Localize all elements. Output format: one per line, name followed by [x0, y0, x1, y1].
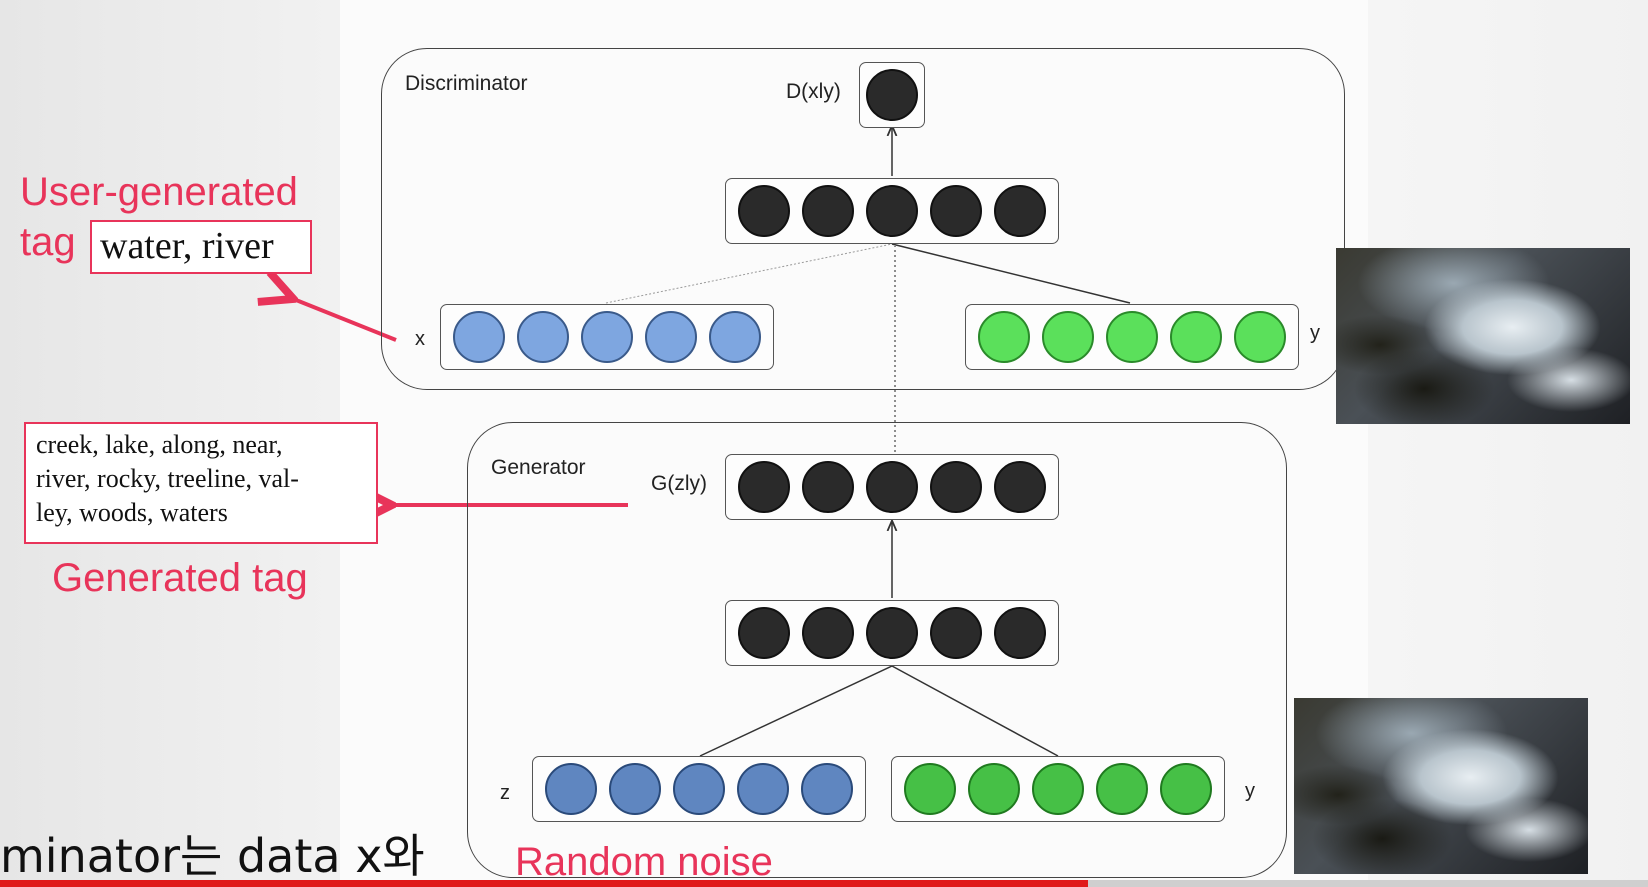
generator-z-label: z: [500, 782, 510, 804]
video-subtitle: minator는 data x와: [0, 829, 425, 883]
discriminator-y-label: y: [1310, 322, 1320, 344]
z-node: [801, 763, 853, 815]
output-node: [866, 69, 918, 121]
y-node: [1170, 311, 1222, 363]
hidden-node: [738, 607, 790, 659]
user-tag-title-line2: tag: [20, 220, 76, 264]
generated-node: [930, 461, 982, 513]
user-tag-example: water, river: [100, 225, 274, 267]
hidden-node: [930, 607, 982, 659]
z-node: [737, 763, 789, 815]
y-node: [1234, 311, 1286, 363]
discriminator-output-label: D(xly): [786, 80, 841, 103]
z-node: [545, 763, 597, 815]
random-noise-label: Random noise: [515, 840, 773, 884]
generated-node: [738, 461, 790, 513]
generator-hidden-vector: [725, 600, 1059, 666]
generator-z-vector: [532, 756, 866, 822]
z-node: [609, 763, 661, 815]
hidden-node: [994, 607, 1046, 659]
y-node: [1032, 763, 1084, 815]
user-tag-title-line1: User-generated: [20, 170, 298, 214]
generated-node: [802, 461, 854, 513]
generated-node: [866, 461, 918, 513]
discriminator-x-label: x: [415, 328, 425, 350]
x-node: [517, 311, 569, 363]
hidden-node: [930, 185, 982, 237]
generated-tag-box: creek, lake, along, near, river, rocky, …: [24, 422, 378, 544]
generated-tag-text-line3: ley, woods, waters: [36, 498, 228, 527]
x-node: [581, 311, 633, 363]
hidden-node: [802, 185, 854, 237]
user-tag-example-box: water, river: [90, 220, 312, 274]
hidden-node: [866, 185, 918, 237]
water-stream-photo-bottom: [1294, 698, 1588, 874]
x-node: [645, 311, 697, 363]
z-node: [673, 763, 725, 815]
discriminator-hidden-vector: [725, 178, 1059, 244]
disc-y-to-hidden-line: [891, 243, 1131, 304]
y-node: [978, 311, 1030, 363]
y-node: [968, 763, 1020, 815]
hidden-node: [802, 607, 854, 659]
user-tag-arrow: [286, 296, 397, 342]
y-node: [1096, 763, 1148, 815]
x-node: [709, 311, 761, 363]
hidden-node: [738, 185, 790, 237]
generated-tag-label: Generated tag: [52, 556, 308, 600]
generated-node: [994, 461, 1046, 513]
discriminator-output-vector: [859, 62, 925, 128]
discriminator-title: Discriminator: [405, 72, 528, 95]
generator-output-vector: [725, 454, 1059, 520]
gen-y-to-hidden-line: [891, 665, 1059, 757]
generated-tag-text-line2: river, rocky, treeline, val-: [36, 464, 299, 493]
hidden-node: [994, 185, 1046, 237]
hidden-node: [866, 607, 918, 659]
generator-module: [467, 422, 1287, 878]
video-progress-bar[interactable]: [0, 880, 1648, 887]
video-progress-fill: [0, 880, 1088, 887]
generator-y-vector: [891, 756, 1225, 822]
generator-title: Generator: [491, 456, 586, 479]
generator-y-label: y: [1245, 780, 1255, 802]
gen-z-to-hidden-line: [699, 665, 893, 757]
discriminator-y-vector: [965, 304, 1299, 370]
discriminator-x-vector: [440, 304, 774, 370]
y-node: [1160, 763, 1212, 815]
discriminator-module: [381, 48, 1345, 390]
disc-x-to-hidden-line: [605, 243, 893, 304]
y-node: [904, 763, 956, 815]
generator-output-label: G(zly): [651, 472, 707, 495]
water-stream-photo-top: [1336, 248, 1630, 424]
y-node: [1042, 311, 1094, 363]
x-node: [453, 311, 505, 363]
generated-tag-text-line1: creek, lake, along, near,: [36, 430, 283, 459]
y-node: [1106, 311, 1158, 363]
